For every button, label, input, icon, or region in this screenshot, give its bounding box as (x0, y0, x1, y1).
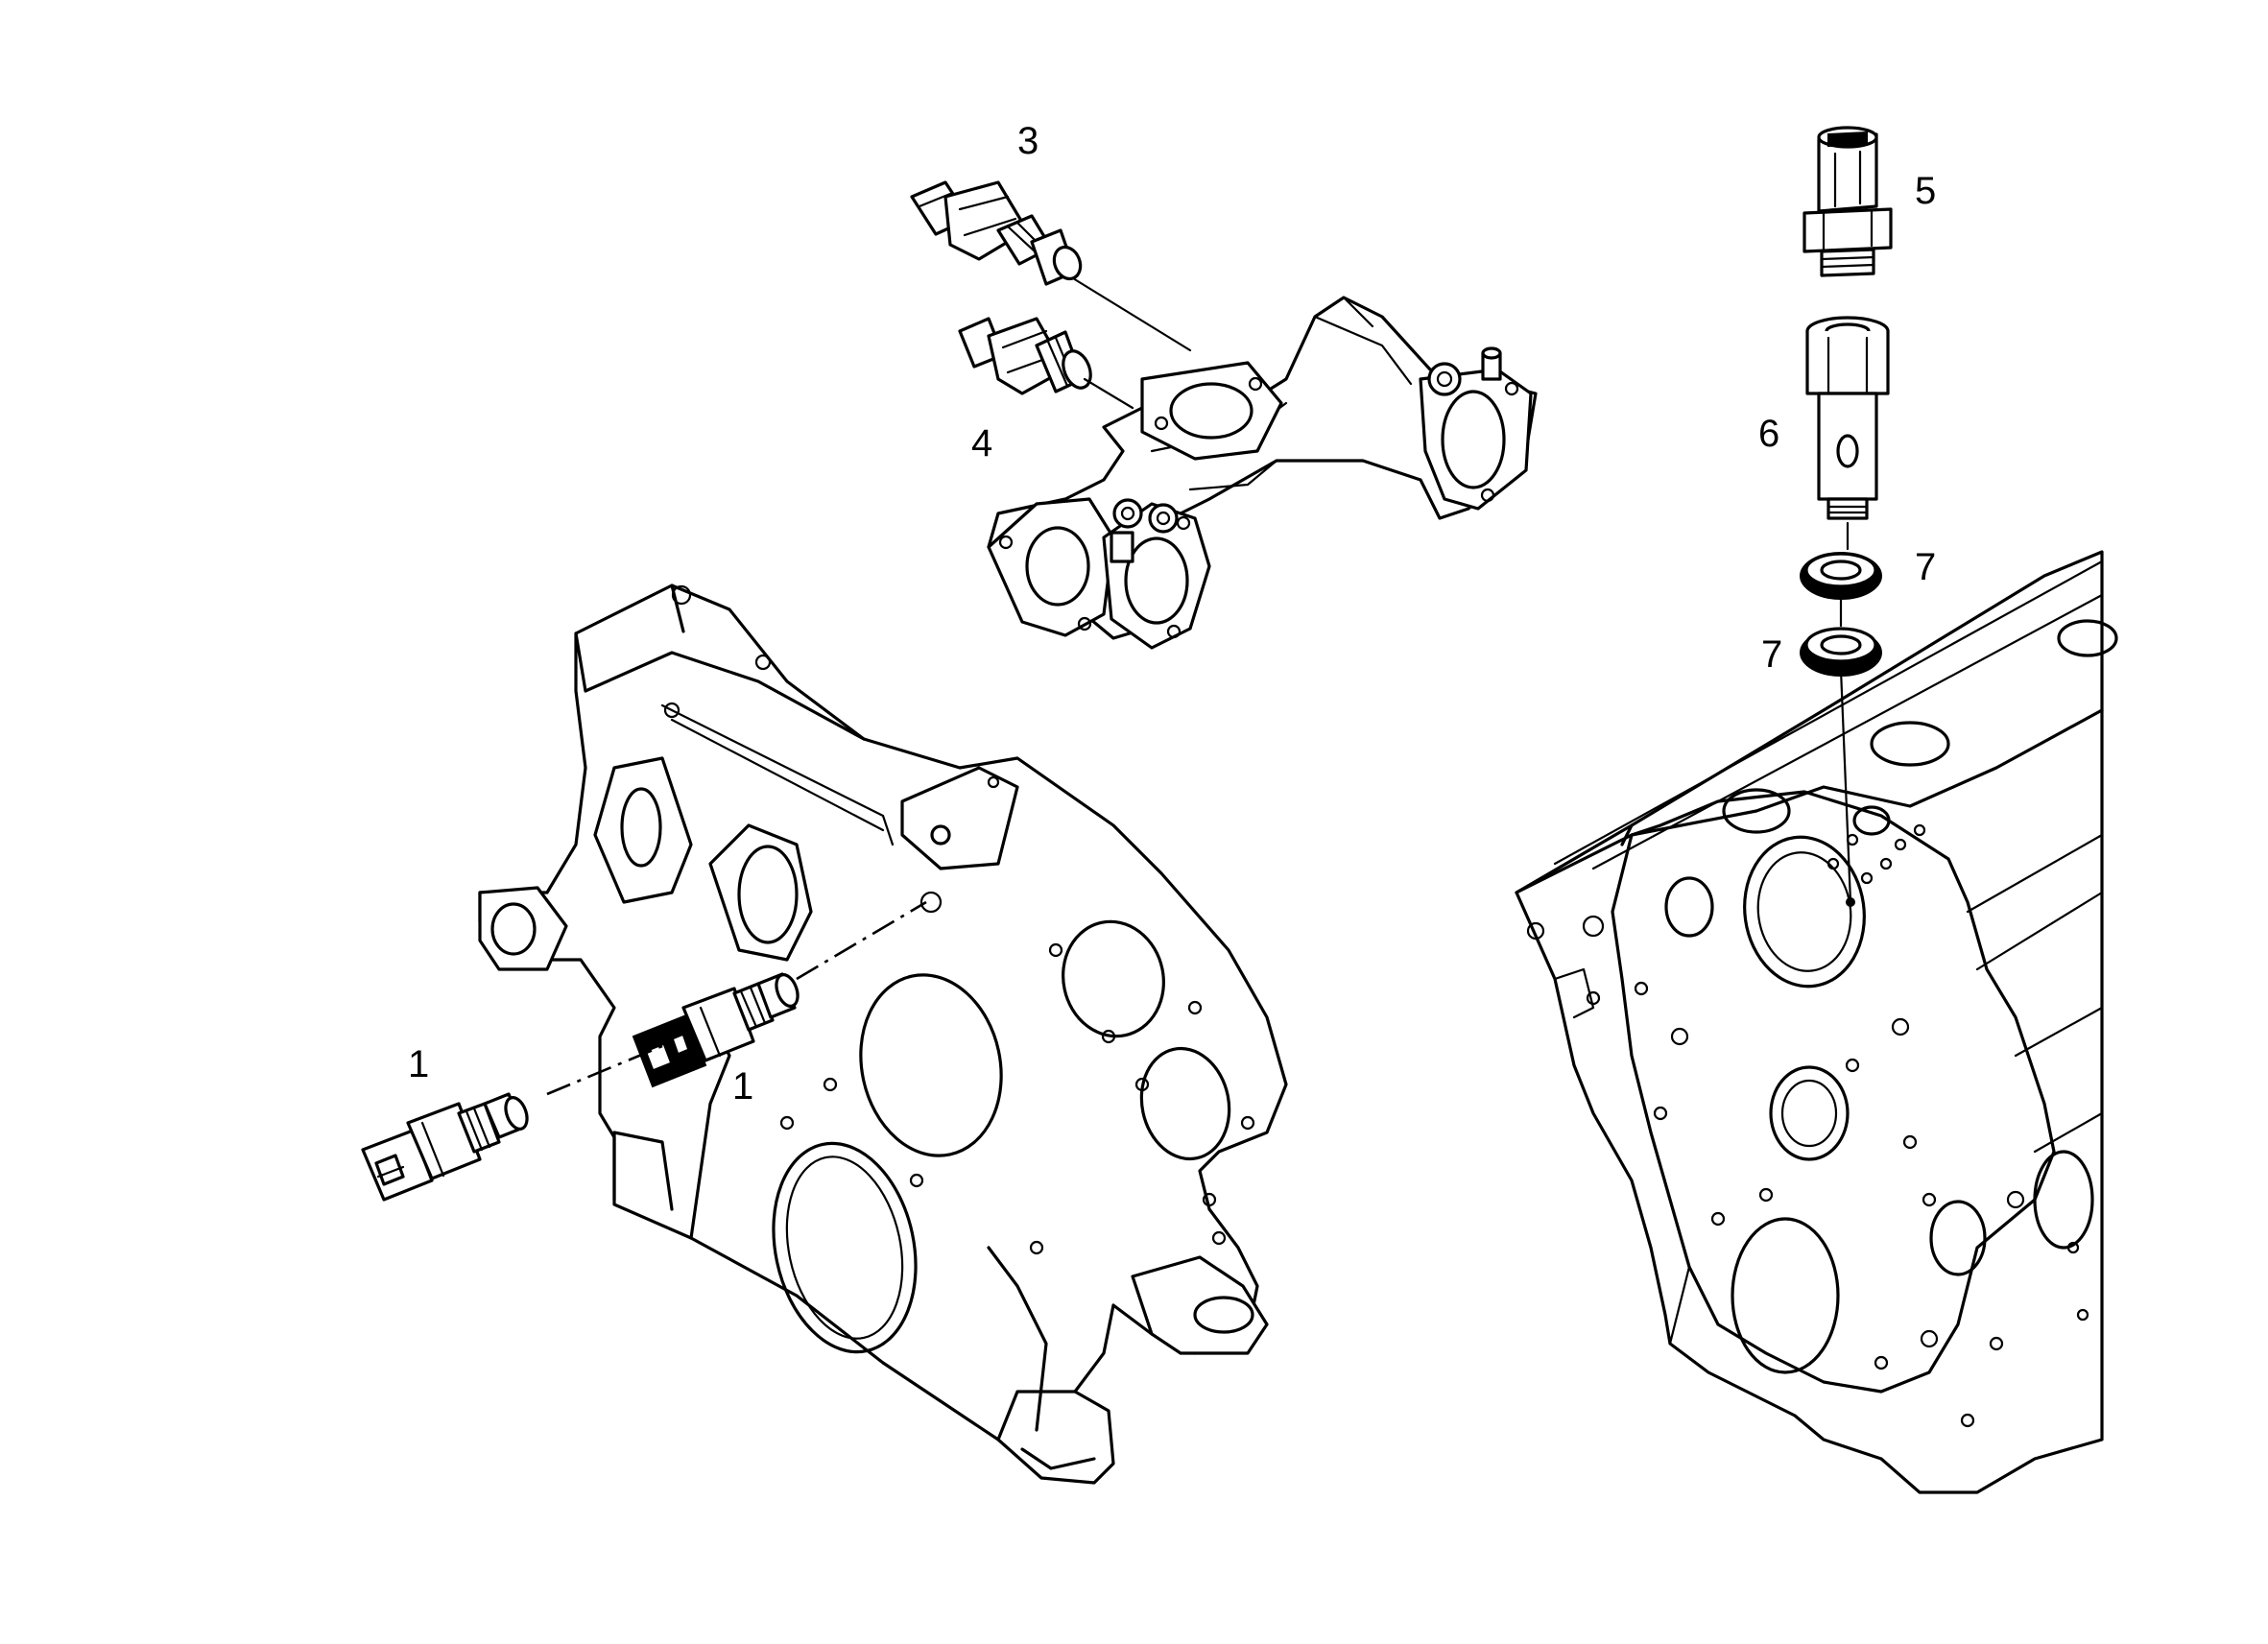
callout-1-left: 1 (408, 1043, 429, 1085)
callout-3: 3 (1017, 120, 1039, 162)
coolant-manifold (987, 296, 1538, 650)
banjo-adapter-icon (1805, 316, 1890, 520)
callout-5: 5 (1915, 170, 1936, 212)
temperature-sender-icon (910, 180, 1083, 286)
temperature-switch-icon (958, 317, 1092, 395)
leader-line-7 (1839, 668, 1852, 904)
callout-6: 6 (1758, 413, 1779, 455)
engine-block (1515, 550, 2118, 1494)
leader-line-3 (1071, 276, 1192, 352)
callout-7-upper: 7 (1915, 546, 1936, 588)
temperature-sensor-icon (632, 972, 800, 1088)
sealing-washer-icon (1800, 627, 1882, 677)
sealing-washer-icon (1800, 552, 1882, 600)
pressure-sensor-icon (1802, 126, 1893, 277)
leader-line-4 (1083, 377, 1134, 410)
callout-1-center: 1 (732, 1065, 753, 1108)
callout-4: 4 (971, 422, 992, 465)
callout-7-lower: 7 (1761, 633, 1782, 676)
leader-line-1a (546, 1044, 663, 1096)
temperature-sensor-icon (361, 1092, 529, 1202)
timing-gear-housing (478, 584, 1288, 1485)
